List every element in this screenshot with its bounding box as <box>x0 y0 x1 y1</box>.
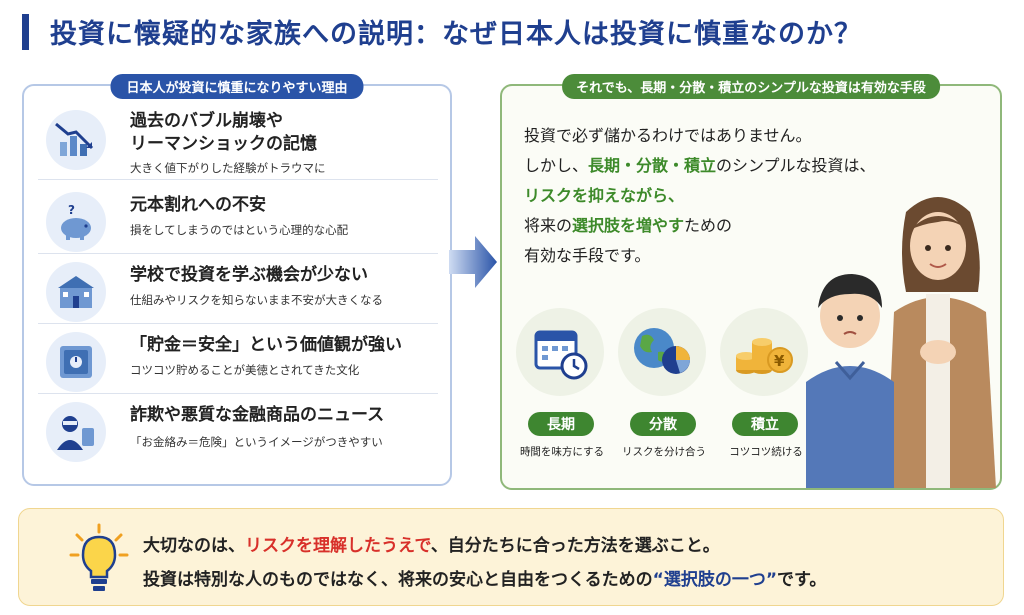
reason-subtext: 大きく値下がりした経験がトラウマに <box>130 161 326 175</box>
coins-yen-icon: ¥ <box>720 308 808 396</box>
piggy-bank-icon: ? <box>46 192 106 252</box>
right-arrow-icon <box>449 236 497 288</box>
conclusion-text: 投資は特別な人のものではなく、将来の安心と自由をつくるための <box>143 570 653 590</box>
message-text: ための <box>684 216 733 235</box>
page-title: 投資に懐疑的な家族への説明：なぜ日本人は投資に慎重なのか？ <box>50 19 862 50</box>
safe-icon <box>46 332 106 392</box>
pillar-caption: 時間を味方にする <box>519 446 605 458</box>
reason-title-line2: リーマンショックの記憶 <box>130 134 317 154</box>
highlight-text: リスクを理解したうえで <box>245 536 431 556</box>
message-text: しかし、 <box>524 156 589 175</box>
fraud-icon <box>46 402 106 462</box>
pillar-label-long-term: 長期 <box>528 412 594 436</box>
highlight-text: “選択肢の一つ” <box>652 570 778 590</box>
school-icon <box>46 262 106 322</box>
conclusion-text: 大切なのは、 <box>143 536 245 556</box>
conclusion-text: 、自分たちに合った方法を選ぶこと。 <box>430 536 720 556</box>
reason-title: 詐欺や悪質な金融商品のニュース <box>130 405 385 425</box>
reason-item-fraud: 詐欺や悪質な金融商品のニュース 「お金絡み＝危険」というイメージがつきやすい <box>38 396 438 464</box>
pillar-caption: リスクを分け合う <box>622 446 706 458</box>
message-text: のシンプルな投資は、 <box>716 156 876 175</box>
conclusion-line-1: 大切なのは、リスクを理解したうえで、自分たちに合った方法を選ぶこと。 <box>143 531 720 556</box>
reason-item-savings: 「貯金＝安全」という価値観が強い コツコツ貯めることが美徳とされてきた文化 <box>38 326 438 394</box>
reason-subtext: コツコツ貯めることが美徳とされてきた文化 <box>130 363 360 377</box>
conclusion-line-2: 投資は特別な人のものではなく、将来の安心と自由をつくるための“選択肢の一つ”です… <box>143 565 826 590</box>
reason-title: 元本割れへの不安 <box>130 195 266 215</box>
reasons-panel: 日本人が投資に慎重になりやすい理由 過去のバブル崩壊や リーマンショックの記憶 … <box>22 74 452 486</box>
pillar-label-accumulate: 積立 <box>732 412 798 436</box>
reason-subtext: 仕組みやリスクを知らないまま不安が大きくなる <box>130 293 383 307</box>
highlight-text: 長期・分散・積立 <box>588 156 717 175</box>
title-accent-bar <box>22 14 29 50</box>
solution-panel: それでも、長期・分散・積立のシンプルな投資は有効な手段 投資で必ず儲かるわけでは… <box>500 74 1002 490</box>
message-text: 将来の <box>524 216 573 235</box>
highlight-text: 選択肢を増やす <box>572 216 685 235</box>
pillar-label-diversify: 分散 <box>630 412 696 436</box>
message-line-1: 投資で必ず儲かるわけではありません。 <box>524 126 812 145</box>
calendar-clock-icon <box>516 308 604 396</box>
pillar-caption: コツコツ続ける <box>729 446 803 458</box>
message-line-2: しかし、長期・分散・積立のシンプルな投資は、 <box>524 152 876 176</box>
reason-item-bubble: 過去のバブル崩壊や リーマンショックの記憶 大きく値下がりした経験がトラウマに <box>38 104 438 180</box>
conclusion-box: 大切なのは、リスクを理解したうえで、自分たちに合った方法を選ぶこと。 投資は特別… <box>18 508 1004 606</box>
reason-subtext: 損をしてしまうのではという心理的な心配 <box>130 223 349 237</box>
svg-text:?: ? <box>68 203 75 217</box>
reason-title: 学校で投資を学ぶ機会が少ない <box>130 265 368 285</box>
reason-subtext: 「お金絡み＝危険」というイメージがつきやすい <box>130 435 383 449</box>
reason-item-principal: ? 元本割れへの不安 損をしてしまうのではという心理的な心配 <box>38 186 438 254</box>
solution-header: それでも、長期・分散・積立のシンプルな投資は有効な手段 <box>562 74 940 99</box>
reason-title-line1: 過去のバブル崩壊や <box>130 111 283 131</box>
falling-chart-icon <box>46 110 106 170</box>
svg-text:¥: ¥ <box>774 352 785 370</box>
message-line-4: 将来の選択肢を増やすための <box>524 212 732 236</box>
message-line-5: 有効な手段です。 <box>524 246 651 265</box>
globe-pie-icon <box>618 308 706 396</box>
reason-item-school: 学校で投資を学ぶ機会が少ない 仕組みやリスクを知らないまま不安が大きくなる <box>38 256 438 324</box>
reasons-header: 日本人が投資に慎重になりやすい理由 <box>110 74 364 99</box>
family-illustration-icon <box>806 197 996 488</box>
reason-title: 「貯金＝安全」という価値観が強い <box>130 335 402 355</box>
conclusion-text: です。 <box>777 570 827 590</box>
lightbulb-icon <box>69 523 129 591</box>
message-line-3: リスクを抑えながら、 <box>524 186 685 205</box>
